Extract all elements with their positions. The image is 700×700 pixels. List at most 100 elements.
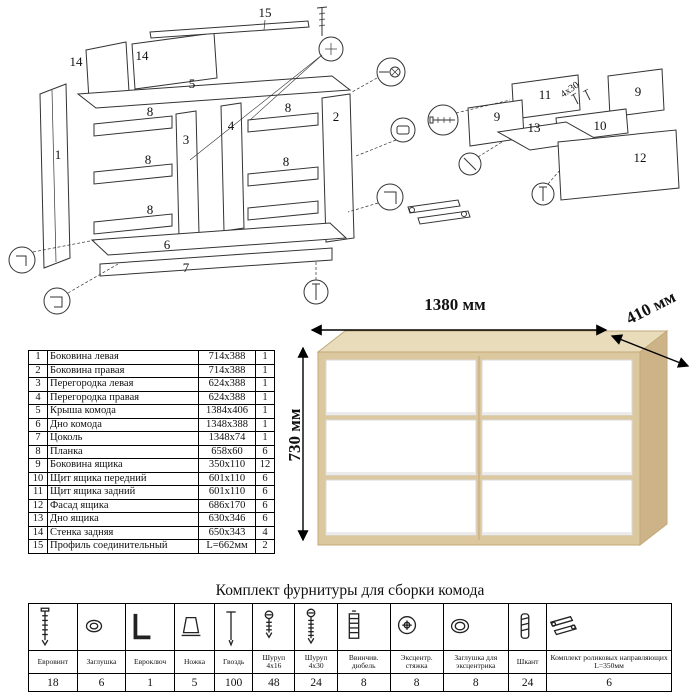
part-name: Щит ящика передний [47, 471, 199, 486]
part-name: Щит ящика задний [47, 485, 199, 500]
cam-lock-icon [397, 616, 416, 635]
part-number: 10 [28, 471, 48, 486]
part-size: 658х60 [198, 444, 256, 459]
dimension-arrows [297, 324, 690, 542]
roller-guides-icon [550, 615, 578, 636]
hardware-kit-title: Комплект фурнитуры для сборки комода [215, 582, 485, 599]
hardware-item-icon [173, 603, 216, 651]
hardware-item-icon [389, 603, 444, 651]
hardware-item-name: Шкант [508, 650, 548, 674]
hardware-item-qty: 8 [389, 673, 444, 692]
part-qty: 1 [255, 417, 275, 432]
part-name: Боковина ящика [47, 458, 199, 473]
hardware-item-name: Ножка [173, 650, 216, 674]
cam-cap-icon [450, 618, 469, 634]
hardware-item-qty: 48 [252, 673, 296, 692]
part-name: Дно комода [47, 417, 199, 432]
hardware-item-icon [28, 603, 78, 651]
hardware-item-name: Эксцентр. стяжка [389, 650, 444, 674]
nail-icon [226, 611, 236, 647]
part-size: 624х388 [198, 377, 256, 392]
part-size: 650х343 [198, 525, 256, 540]
part-size: 714х388 [198, 363, 256, 378]
part-qty: 1 [255, 350, 275, 365]
part-qty: 1 [255, 404, 275, 419]
part-number: 13 [28, 512, 48, 527]
part-number: 5 [28, 404, 48, 419]
hardware-item-name: Гвоздь [214, 650, 254, 674]
hardware-item-icon [442, 603, 510, 651]
part-size: L=662мм [198, 539, 256, 554]
part-name: Перегородка левая [47, 377, 199, 392]
drawer-exploded-view [407, 68, 680, 225]
hardware-item-qty: 24 [294, 673, 338, 692]
hardware-item-qty: 8 [336, 673, 391, 692]
hardware-item-qty: 5 [173, 673, 216, 692]
hardware-item-qty: 24 [508, 673, 548, 692]
part-qty: 1 [255, 377, 275, 392]
hardware-item-name: Шуруп 4х30 [294, 650, 338, 674]
part-name: Перегородка правая [47, 390, 199, 405]
screw-short-icon [264, 610, 274, 639]
part-name: Планка [47, 444, 199, 459]
part-size: 1348х388 [198, 417, 256, 432]
threaded-dowel-icon [348, 610, 360, 639]
part-size: 630х346 [198, 512, 256, 527]
hex-key-icon [133, 613, 151, 640]
part-number: 1 [28, 350, 48, 365]
carcass-exploded-view [39, 6, 355, 277]
part-number: 14 [28, 525, 48, 540]
hardware-item-qty: 8 [442, 673, 510, 692]
part-name: Боковина левая [47, 350, 199, 365]
hardware-item-icon [214, 603, 254, 651]
hardware-item-name: Комплект роликовых направляющих L=350мм [546, 650, 672, 674]
dresser-render [316, 329, 669, 547]
screw-long-icon [307, 608, 316, 645]
part-size: 714х388 [198, 350, 256, 365]
part-number: 2 [28, 363, 48, 378]
part-name: Цоколь [47, 431, 199, 446]
hardware-item-name: Заглушка [76, 650, 127, 674]
hardware-item-icon [252, 603, 296, 651]
hardware-table-row [28, 603, 672, 651]
part-name: Дно ящика [47, 512, 199, 527]
part-size: 1384х406 [198, 404, 256, 419]
hardware-item-name: Евроключ [125, 650, 175, 674]
part-number: 6 [28, 417, 48, 432]
part-size: 601х110 [198, 485, 256, 500]
hardware-item-qty: 6 [546, 673, 672, 692]
hardware-item-qty: 18 [28, 673, 78, 692]
part-qty: 6 [255, 512, 275, 527]
hardware-item-qty: 100 [214, 673, 254, 692]
part-size: 686х170 [198, 498, 256, 513]
part-qty: 1 [255, 431, 275, 446]
part-number: 9 [28, 458, 48, 473]
hardware-item-qty: 6 [76, 673, 127, 692]
part-name: Фасад ящика [47, 498, 199, 513]
part-name: Профиль соединительный [47, 539, 199, 554]
hardware-item-icon [336, 603, 391, 651]
part-number: 7 [28, 431, 48, 446]
part-number: 15 [28, 539, 48, 554]
part-qty: 6 [255, 471, 275, 486]
height-dimension-label: 730 мм [285, 408, 304, 462]
part-qty: 1 [255, 390, 275, 405]
part-qty: 12 [255, 458, 275, 473]
part-size: 350х110 [198, 458, 256, 473]
confirmat-screw-icon [40, 607, 50, 647]
